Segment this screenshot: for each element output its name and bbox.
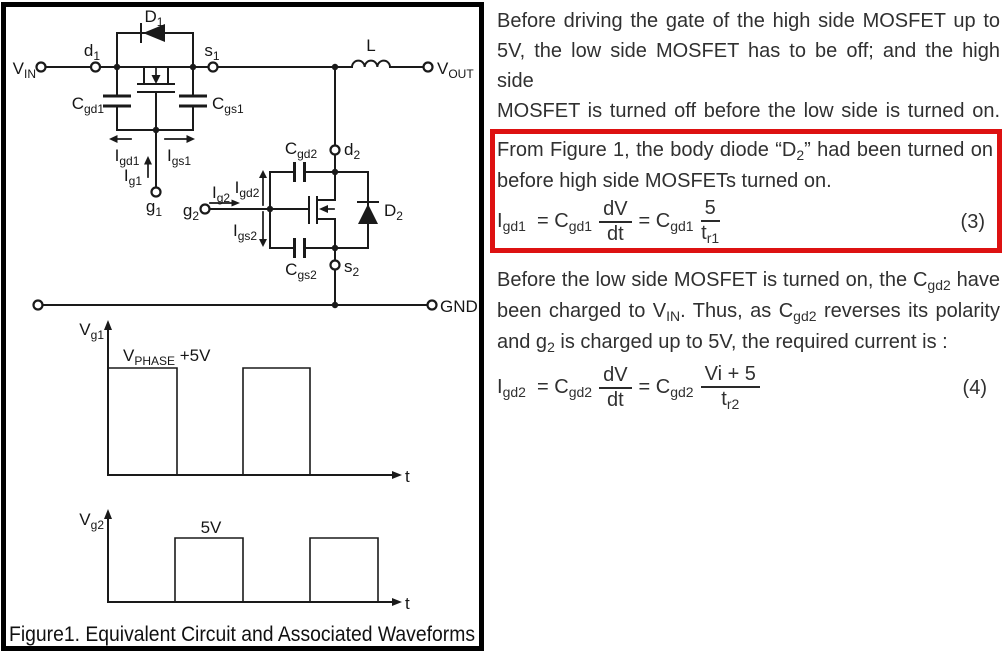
label-ig1: Ig1 [124,166,142,188]
label-vin: VIN [13,59,36,81]
label-cgd1: Cgd1 [72,94,105,116]
equation-terms: Igd2 = Cgd2 [497,376,593,400]
label-vout: VOUT [437,59,474,81]
equation-number: (4) [962,376,987,399]
label-ig2: Ig2 [212,183,230,205]
gnd-terminal [426,299,438,311]
high-side-mosfet-q1 [103,23,207,198]
s2-terminal [329,259,341,271]
mosfet-q1-symbol [137,66,175,93]
waveform-vg2 [104,509,402,606]
text-line: MOSFET is turned off before the low side… [497,100,1000,122]
d2-terminal [329,144,341,156]
g2-terminal [199,203,211,215]
label-vg1-axis: Vg1 [79,320,104,342]
label-igs1: Igs1 [167,146,191,168]
junction-dots [113,63,339,309]
label-igs2: Igs2 [233,221,257,243]
text-line: before high side MOSFETs turned on. [497,170,832,192]
label-igd2: Igd2 [235,178,260,200]
paragraph-2: Before the low side MOSFET is turned on,… [490,265,1002,358]
label-inductor: L [366,36,375,55]
body-diode-d1 [140,23,165,43]
text-line: From Figure 1, the body diode “D2” had b… [497,139,993,163]
label-node-s2: s2 [344,257,360,279]
text-line: and g2 is charged up to 5V, the required… [497,331,948,355]
equation-number: (3) [960,210,985,233]
text-line: 5V, the low side MOSFET has to be off; a… [497,40,1000,92]
equation-terms: = Cgd2 [638,376,694,400]
label-igd1: Igd1 [115,146,140,168]
label-node-s1: s1 [204,41,220,63]
schematic-labels: VIN VOUT GND L D1 D2 d1 s1 g1 d2 s2 g2 C… [9,7,478,646]
vin-terminal [35,61,47,73]
text-line: Before driving the gate of the high side… [497,10,1000,32]
label-diode-d2: D2 [384,201,403,223]
phase-branch [329,68,341,173]
equation-terms: Igd1 = Cgd1 [497,210,593,234]
main-rail [35,61,434,73]
label-cgs2: Cgs2 [285,260,317,282]
capacitor-cgs1 [179,94,207,108]
vout-terminal [422,61,434,73]
gate-currents-q2 [209,170,267,247]
label-node-d2: d2 [344,140,360,162]
label-vg2-axis: Vg2 [79,510,104,532]
s1-terminal [207,61,219,73]
mosfet-q2-symbol [208,171,336,249]
waveform-vg1 [104,320,402,479]
label-t-axis-1: t [405,467,410,486]
label-node-d1: d1 [84,41,100,63]
d1-terminal [89,61,102,73]
text-line: been charged to VIN. Thus, as Cgd2 rever… [497,300,1000,324]
gate-currents-q1 [109,135,195,178]
label-vg2-level: 5V [201,518,222,537]
capacitor-cgd1 [103,94,131,108]
text-line: Before the low side MOSFET is turned on,… [497,269,1001,293]
figure1-schematic: VIN VOUT GND L D1 D2 d1 s1 g1 d2 s2 g2 C… [9,7,478,646]
highlight-box: From Figure 1, the body diode “D2” had b… [490,129,1002,253]
g1-terminal [150,186,162,198]
capacitor-cgs2 [293,238,306,258]
gnd-left-terminal [32,299,44,311]
figure-panel: VIN VOUT GND L D1 D2 d1 s1 g1 d2 s2 g2 C… [1,2,484,651]
label-diode-d1: D1 [145,7,164,29]
gnd-rail [32,299,438,311]
label-vg1-level: VPHASE +5V [123,346,211,368]
label-cgs1: Cgs1 [212,94,244,116]
label-cgd2: Cgd2 [285,139,318,161]
right-column: Before driving the gate of the high side… [490,0,1002,413]
figure-caption: Figure1. Equivalent Circuit and Associat… [9,623,475,646]
label-gnd: GND [440,297,478,316]
label-node-g1: g1 [146,197,162,219]
equation-terms: = Cgd1 [638,210,694,234]
label-node-g2: g2 [183,201,199,223]
label-t-axis-2: t [405,594,410,613]
low-side-mosfet-q2 [199,162,379,306]
body-diode-d2 [357,201,379,224]
capacitor-cgd2 [293,162,306,182]
inductor-l [350,59,392,69]
highlighted-paragraph: From Figure 1, the body diode “D2” had b… [497,135,993,196]
paragraph-1: Before driving the gate of the high side… [490,0,1002,126]
